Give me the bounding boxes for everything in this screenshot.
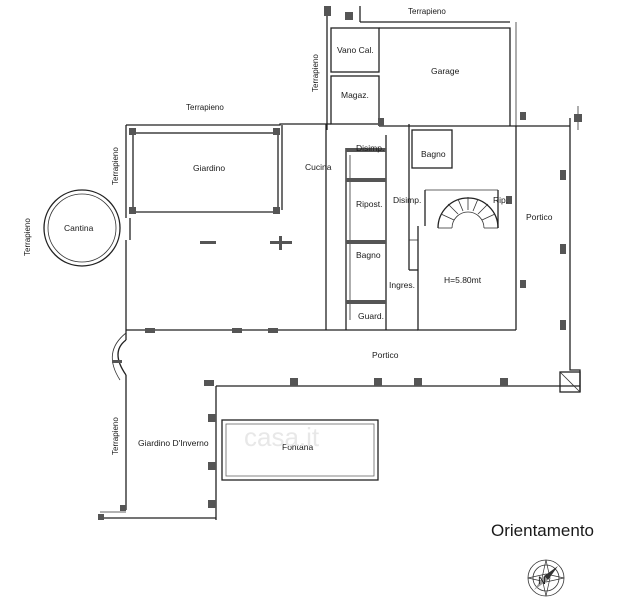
- label-fontana: Fontana: [282, 442, 313, 452]
- label-disimp-1: Disimp.: [356, 143, 384, 153]
- plan-pillars: [98, 112, 566, 520]
- watermark: casa.it: [244, 422, 320, 452]
- label-terrapieno-far-left: Terrapieno: [23, 218, 32, 256]
- label-bagno-2: Bagno: [356, 250, 381, 260]
- label-ingres: Ingres.: [389, 280, 415, 290]
- compass-north-letter: N: [538, 575, 546, 587]
- room-labels: Terrapieno Terrapieno Terrapieno Terrapi…: [23, 7, 553, 455]
- label-portico-bottom: Portico: [372, 350, 399, 360]
- label-rip: Rip.: [493, 195, 508, 205]
- label-terrapieno-left-upper: Terrapieno: [111, 147, 120, 185]
- orientation-label: Orientamento: [491, 521, 594, 540]
- label-garage: Garage: [431, 66, 460, 76]
- label-portico-right: Portico: [526, 212, 553, 222]
- label-terrapieno-vert-top: Terrapieno: [311, 54, 320, 92]
- plan-walls: [100, 6, 582, 520]
- label-disimp-2: Disimp.: [393, 195, 421, 205]
- label-terrapieno-mid: Terrapieno: [186, 103, 224, 112]
- label-guard: Guard.: [358, 311, 384, 321]
- label-magaz: Magaz.: [341, 90, 369, 100]
- orientation: Orientamento N: [491, 521, 594, 597]
- label-giardino: Giardino: [193, 163, 225, 173]
- cantina-circle: [43, 189, 121, 267]
- spiral-stair: [424, 189, 499, 229]
- label-terrapieno-top: Terrapieno: [408, 7, 446, 16]
- label-height: H=5.80mt: [444, 275, 482, 285]
- label-giardino-inverno: Giardino D'Inverno: [138, 438, 209, 448]
- compass-icon: N: [527, 559, 565, 597]
- label-cucina: Cucina: [305, 162, 332, 172]
- label-vano-cal: Vano Cal.: [337, 45, 374, 55]
- label-terrapieno-left-lower: Terrapieno: [111, 417, 120, 455]
- label-cantina: Cantina: [64, 223, 94, 233]
- label-bagno-1: Bagno: [421, 149, 446, 159]
- fontana-pool: [221, 419, 379, 481]
- label-ripost: Ripost.: [356, 199, 382, 209]
